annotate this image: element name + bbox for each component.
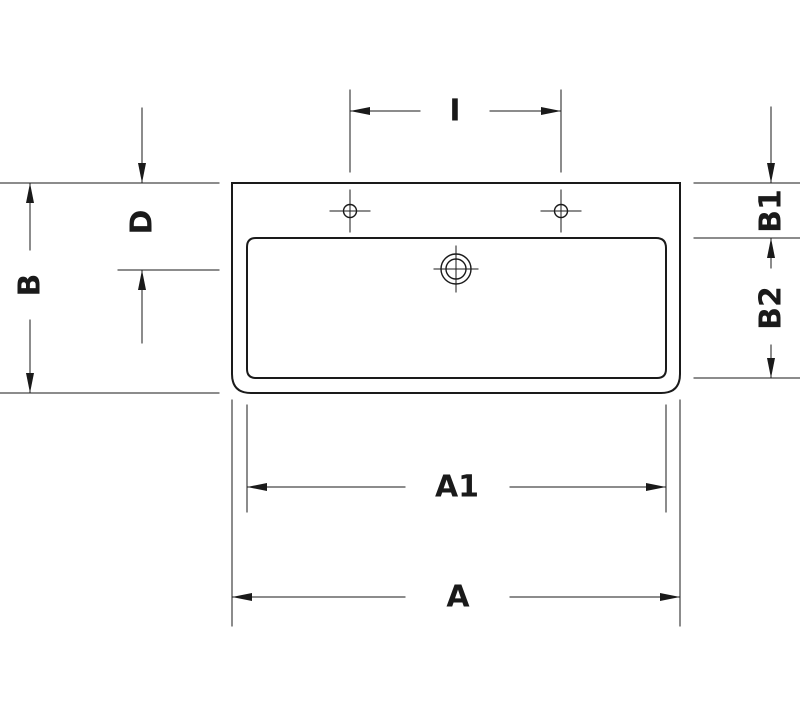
dimension-B: B xyxy=(0,182,220,394)
dimension-D: D xyxy=(117,107,220,344)
dimension-label-B2: B2 xyxy=(754,286,789,330)
basin xyxy=(231,182,681,394)
dimension-A1: A1 xyxy=(246,404,667,513)
dimension-label-I: I xyxy=(449,94,460,129)
dimension-label-A1: A1 xyxy=(435,470,479,505)
tap-hole-right xyxy=(540,189,582,233)
dimension-label-A: A xyxy=(446,580,470,615)
dimension-label-B: B xyxy=(13,274,48,297)
dimension-label-B1: B1 xyxy=(754,189,789,233)
drain-outlet xyxy=(433,245,479,293)
dimension-B1-B2: B1 B2 xyxy=(693,106,800,379)
dimension-label-D: D xyxy=(125,210,160,235)
tap-hole-left xyxy=(329,189,371,233)
dimension-I: I xyxy=(349,89,562,173)
basin-inner-bowl xyxy=(246,237,667,379)
basin-outer-outline xyxy=(231,182,681,394)
dimension-A: A xyxy=(231,399,681,627)
